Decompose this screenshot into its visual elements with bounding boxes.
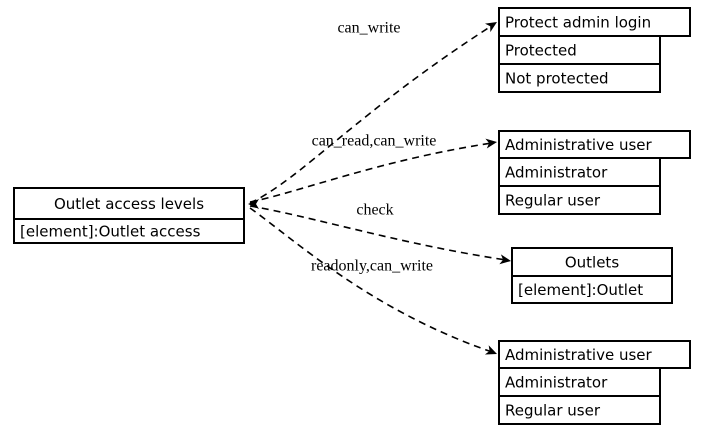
node-row-label: Administrator [505,374,608,392]
edge-label: can_write [337,20,400,37]
source-arrowhead [248,199,259,209]
node-header-box [498,130,691,159]
node-row-box [498,63,661,93]
node-row-label: Administrator [505,164,608,182]
edge-edge-check[interactable] [249,205,512,266]
edge-label: can_read,can_write [312,133,437,150]
node-title: Outlet access levels [54,195,204,213]
edge-arrowhead [499,254,511,265]
node-title: Outlets [565,254,619,272]
edge-edge-can-read-can-write[interactable] [249,137,498,203]
node-row-label: Protected [505,42,577,60]
node-row-box [498,395,661,425]
node-row-label: Not protected [505,70,609,88]
node-row-box [13,218,245,244]
node-title: Protect admin login [505,14,651,32]
node-row-box [511,275,673,304]
node-outlets[interactable]: Outlets [element]:Outlet [511,247,673,304]
node-row-label: Regular user [505,192,601,210]
edge-arrowhead [485,138,497,149]
node-row-box [498,157,661,187]
edge-arrowhead [484,345,497,355]
node-administrative-user-bottom[interactable]: Administrative userAdministratorRegular … [498,340,691,425]
edge-label: check [356,202,393,219]
edges-layer [248,18,512,359]
node-row-box [498,367,661,397]
edge-line [249,142,493,203]
node-header-box [498,7,691,37]
edge-edge-readonly-can-write[interactable] [249,207,499,359]
node-row-label: [element]:Outlet access [20,223,201,241]
edge-line [249,205,507,261]
edge-arrowhead [485,22,497,33]
node-title: Administrative user [505,346,653,364]
node-row-label: [element]:Outlet [518,281,643,299]
edge-line [249,24,494,204]
edge-line [249,207,493,353]
edge-label: readonly,can_write [311,258,433,275]
node-header-box [498,340,691,369]
node-outlet-access-levels[interactable]: Outlet access levels [element]:Outlet acc… [13,187,245,244]
node-row-box [498,35,661,65]
node-row-label: Regular user [505,402,601,420]
node-row-box [498,185,661,215]
node-header-box [13,187,245,220]
node-title: Administrative user [505,136,653,154]
node-header-box [511,247,673,277]
edge-edge-can-write[interactable] [249,18,500,204]
nodes-layer: Outlet access levels [element]:Outlet acc… [13,7,691,425]
node-administrative-user-top[interactable]: Administrative userAdministratorRegular … [498,130,691,215]
